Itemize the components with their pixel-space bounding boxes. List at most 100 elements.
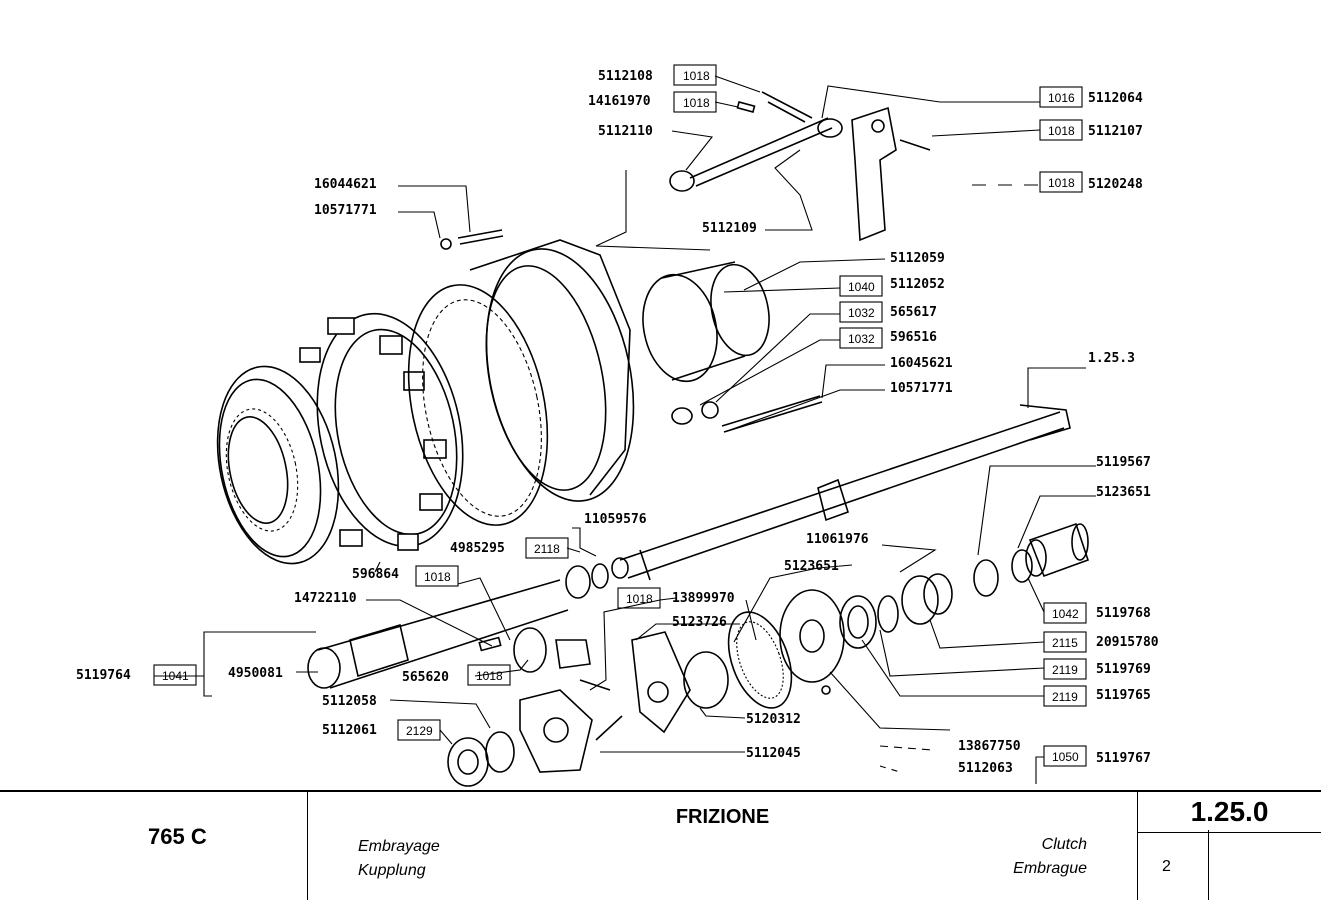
flywheel-housing-drawing — [469, 239, 635, 502]
part-number-label: 5123651 — [784, 559, 839, 574]
ref-box-label: 2129 — [406, 724, 433, 738]
part-number-label: 20915780 — [1096, 635, 1159, 650]
part-number-label: 5112109 — [702, 221, 757, 236]
part-number-label: 596864 — [352, 567, 399, 582]
part-number-label: 5112110 — [598, 124, 653, 139]
part-number-label: 4985295 — [450, 541, 505, 556]
part-number-label: 5123726 — [672, 615, 727, 630]
ref-box-label: 1018 — [476, 669, 503, 683]
part-number-label: 565620 — [402, 670, 449, 685]
part-number-label: 5112059 — [890, 251, 945, 266]
part-number-label: 14722110 — [294, 591, 357, 606]
clutch-disc-drawing — [216, 365, 340, 565]
ref-box — [153, 664, 197, 686]
part-number-label: 5120312 — [746, 712, 801, 727]
part-number-label: 13867750 — [958, 739, 1021, 754]
exploded-parts-diagram: 5112108 1018 14161970 1018 5112110 1016 … — [76, 64, 1159, 787]
gear-ring-drawing — [407, 284, 549, 526]
clutch-parts-drawing — [216, 91, 1090, 787]
part-number-label: 5119769 — [1096, 662, 1151, 677]
ref-box — [1043, 602, 1087, 624]
ref-box — [839, 327, 883, 349]
ref-box — [415, 565, 459, 587]
ref-box-label: 1032 — [848, 306, 875, 320]
page-number: 2 — [1162, 858, 1171, 875]
ref-box-label: 2115 — [1052, 636, 1078, 650]
ref-box-label: 1018 — [626, 592, 653, 606]
ref-box-label: 1018 — [1048, 124, 1075, 138]
part-number-label: 565617 — [890, 305, 937, 320]
plate-disc-drawing — [631, 589, 845, 734]
ref-box — [617, 587, 661, 609]
ref-box — [673, 64, 717, 86]
section-reference: 1.25.0 — [1138, 796, 1321, 833]
part-number-label: 10571771 — [890, 381, 953, 396]
part-number-label: 5112108 — [598, 69, 653, 84]
lower-nut-drawing — [447, 731, 515, 787]
part-number-label: 13899970 — [672, 591, 735, 606]
ref-box-label: 1040 — [848, 280, 875, 294]
title-french: Embrayage — [358, 838, 440, 855]
ref-box — [1039, 119, 1083, 141]
model-cell: 765 C — [0, 792, 308, 900]
ref-box — [525, 537, 569, 559]
part-number-label: 5119765 — [1096, 688, 1151, 703]
ref-box — [1043, 745, 1087, 767]
ref-box-label: 2119 — [1052, 663, 1078, 677]
ref-box — [673, 91, 717, 113]
part-number-label: 5112045 — [746, 746, 801, 761]
part-number-label: 1.25.3 — [1088, 351, 1135, 366]
title-english: Clutch — [1041, 836, 1087, 853]
part-number-label: 5119768 — [1096, 606, 1151, 621]
ref-box-label: 1050 — [1052, 750, 1079, 764]
hub-yoke-drawing — [513, 627, 623, 773]
ref-box-label: 1042 — [1052, 607, 1079, 621]
part-number-label: 11059576 — [584, 512, 647, 527]
model-code: 765 C — [148, 824, 207, 849]
description-cell: FRIZIONE Embrayage Kupplung Clutch Embra… — [308, 792, 1138, 900]
main-shaft-drawing — [611, 404, 1071, 581]
part-number-label: 16044621 — [314, 177, 377, 192]
part-number-label: 5112061 — [322, 723, 377, 738]
lower-shaft-drawing — [307, 579, 569, 689]
bolts-drawing — [440, 229, 823, 433]
part-number-label: 5112052 — [890, 277, 945, 292]
part-number-label: 5112064 — [1088, 91, 1143, 106]
release-bearing-drawing — [642, 261, 770, 383]
title-spanish: Embrague — [1013, 860, 1087, 877]
part-number-label: 5112107 — [1088, 124, 1143, 139]
part-number-label: 11061976 — [806, 532, 869, 547]
ref-box-label: 1032 — [848, 332, 875, 346]
divider — [1208, 830, 1209, 900]
part-number-label: 5120248 — [1088, 177, 1143, 192]
part-number-label: 16045621 — [890, 356, 953, 371]
part-number-label: 5112063 — [958, 761, 1013, 776]
part-labels: 5112108 1018 14161970 1018 5112110 1016 … — [76, 64, 1159, 776]
bearings-drawing — [565, 522, 1090, 649]
ref-box-label: 2119 — [1052, 690, 1078, 704]
ref-box — [1039, 86, 1083, 108]
ref-box-label: 1018 — [683, 69, 710, 83]
leader-lines — [154, 75, 1096, 784]
ref-box — [1043, 631, 1087, 653]
ref-box-label: 1041 — [162, 669, 189, 683]
part-number-label: 5119764 — [76, 668, 131, 683]
title-block: 765 C FRIZIONE Embrayage Kupplung Clutch… — [0, 790, 1321, 900]
ref-box — [1043, 658, 1087, 680]
part-number-label: 5123651 — [1096, 485, 1151, 500]
reference-cell: 1.25.0 2 — [1138, 792, 1321, 900]
ref-box — [397, 719, 441, 741]
release-fork-drawing — [669, 91, 931, 242]
ref-box-label: 1018 — [424, 570, 451, 584]
part-number-label: 10571771 — [314, 203, 377, 218]
section-title: FRIZIONE — [675, 806, 770, 828]
ref-box — [467, 664, 511, 686]
part-number-label: 596516 — [890, 330, 937, 345]
part-number-label: 5119767 — [1096, 751, 1151, 766]
ref-box-label: 1018 — [683, 96, 710, 110]
ref-box-label: 1018 — [1048, 176, 1075, 190]
spring-ring-drawing — [299, 312, 464, 551]
part-number-label: 5112058 — [322, 694, 377, 709]
ref-box — [839, 301, 883, 323]
part-number-label: 4950081 — [228, 666, 283, 681]
